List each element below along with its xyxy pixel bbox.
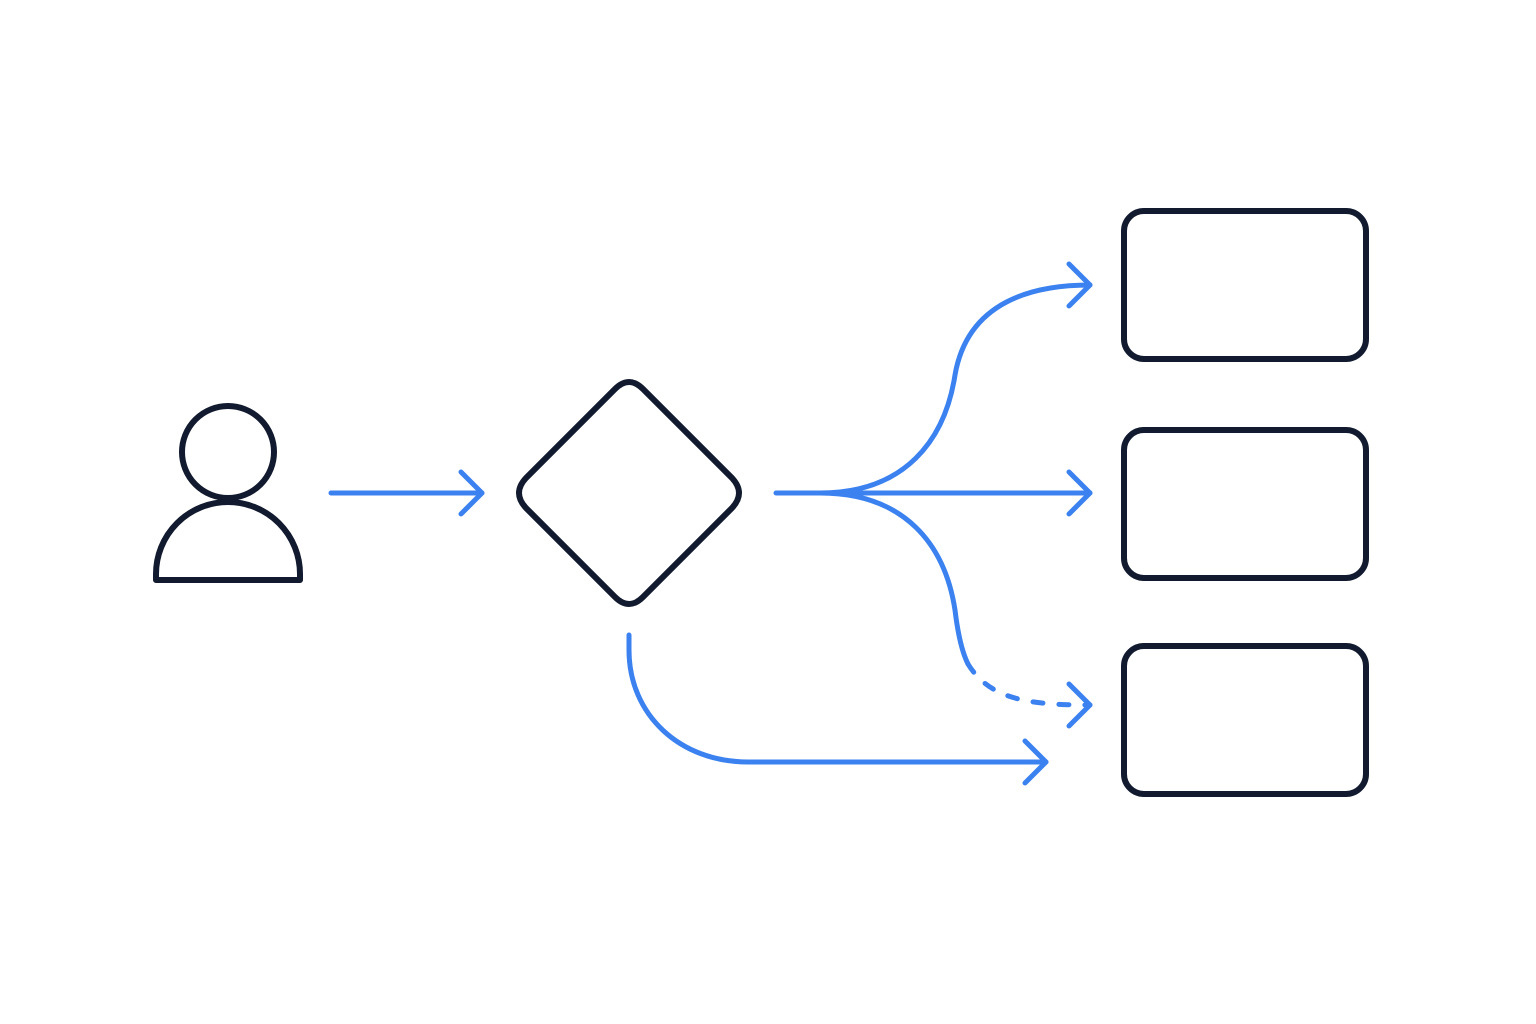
target-box-bottom bbox=[1121, 643, 1369, 797]
user-icon-head bbox=[179, 403, 277, 501]
edge-user-to-decision bbox=[328, 469, 485, 517]
edge-decision-to-target-middle bbox=[817, 469, 1093, 517]
edge-decision-to-target-top bbox=[773, 261, 1093, 496]
target-box-middle bbox=[1121, 427, 1369, 581]
user-icon-body bbox=[153, 499, 303, 583]
decision-diamond bbox=[516, 379, 742, 607]
user-icon bbox=[153, 403, 303, 583]
edge-decision-bottom-to-target bbox=[626, 632, 1049, 786]
target-box-top bbox=[1121, 208, 1369, 362]
edge-decision-to-target-bottom-dashed bbox=[817, 490, 1093, 729]
